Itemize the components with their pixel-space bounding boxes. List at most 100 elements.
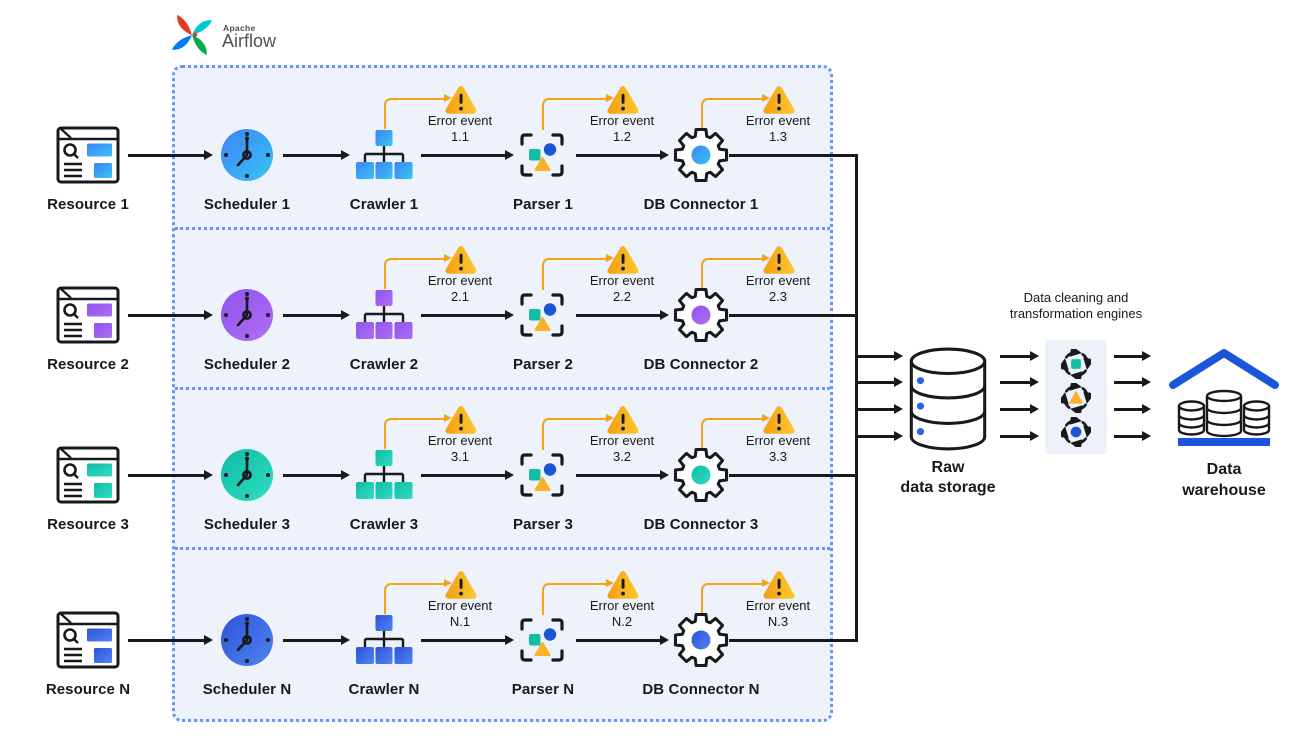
flow-arrow <box>283 310 350 319</box>
db-connector-gear-icon <box>673 612 729 668</box>
scheduler-label: Scheduler N <box>202 681 292 698</box>
db-connector-label: DB Connector 2 <box>643 356 759 373</box>
flow-arrow <box>128 150 213 159</box>
airflow-brand-text: Airflow <box>222 31 277 51</box>
flow-arrow <box>421 635 514 644</box>
storage-label-line2: data storage <box>900 479 996 496</box>
flow-arrow <box>283 470 350 479</box>
flow-arrow <box>421 310 514 319</box>
merge-line <box>729 154 856 157</box>
flow-arrow <box>1114 431 1151 440</box>
flow-arrow <box>856 377 903 386</box>
resource-label: Resource 2 <box>47 356 129 373</box>
scheduler-label: Scheduler 3 <box>203 516 291 533</box>
flow-arrow <box>1000 377 1039 386</box>
flow-arrow <box>576 310 669 319</box>
flow-arrow <box>856 351 903 360</box>
sync-engine-icon <box>1061 417 1091 447</box>
db-connector-label: DB Connector 1 <box>643 196 759 213</box>
scheduler-clock-icon <box>219 612 275 668</box>
flow-arrow <box>283 635 350 644</box>
error-arrow <box>384 414 452 449</box>
sync-engine-icon <box>1061 349 1091 379</box>
pipeline-band-container <box>172 65 833 722</box>
scheduler-label: Scheduler 2 <box>203 356 291 373</box>
warehouse-label-line1: Data <box>1206 461 1242 478</box>
flow-arrow <box>856 404 903 413</box>
flow-arrow <box>283 150 350 159</box>
error-arrow <box>542 254 614 290</box>
error-arrow <box>384 579 452 614</box>
resource-label: Resource 3 <box>47 516 129 533</box>
flow-arrow <box>1114 351 1151 360</box>
merge-line <box>729 639 856 642</box>
error-arrow <box>701 94 770 128</box>
error-arrow <box>542 414 614 450</box>
error-warning-icon <box>443 569 479 601</box>
flow-arrow <box>128 310 213 319</box>
flow-arrow <box>421 470 514 479</box>
resource-label: Resource 1 <box>47 196 129 213</box>
merge-bus-line <box>855 154 858 642</box>
band-separator <box>175 547 830 550</box>
flow-arrow <box>128 470 213 479</box>
error-arrow <box>542 579 614 615</box>
resource-icon <box>56 609 120 671</box>
error-warning-icon <box>605 569 641 601</box>
band-separator <box>175 227 830 230</box>
sync-engine-icon <box>1061 383 1091 413</box>
flow-arrow <box>576 150 669 159</box>
apache-brand-text: Apache <box>223 23 256 33</box>
error-arrow <box>701 414 770 448</box>
merge-line <box>729 314 856 317</box>
db-connector-label: DB Connector N <box>642 681 760 698</box>
parser-label: Parser N <box>511 681 575 698</box>
airflow-logo-icon <box>171 14 213 56</box>
scheduler-label: Scheduler 1 <box>203 196 291 213</box>
flow-arrow <box>421 150 514 159</box>
flow-arrow <box>1000 404 1039 413</box>
flow-arrow <box>576 470 669 479</box>
raw-storage-database-icon <box>909 347 987 451</box>
error-arrow <box>384 254 452 289</box>
band-separator <box>175 387 830 390</box>
storage-label-line1: Raw <box>931 459 965 476</box>
error-warning-icon <box>761 569 797 601</box>
error-arrow <box>542 94 614 130</box>
error-arrow <box>384 94 452 129</box>
parser-label: Parser 1 <box>512 196 574 213</box>
data-warehouse-icon <box>1169 349 1279 446</box>
warehouse-label-line2: warehouse <box>1182 482 1266 499</box>
parser-label: Parser 2 <box>512 356 574 373</box>
error-arrow <box>701 579 770 613</box>
flow-arrow <box>1114 377 1151 386</box>
parser-label: Parser 3 <box>512 516 574 533</box>
flow-arrow <box>1000 351 1039 360</box>
flow-arrow <box>576 635 669 644</box>
crawler-label: Crawler 2 <box>349 356 419 373</box>
db-connector-label: DB Connector 3 <box>643 516 759 533</box>
resource-label: Resource N <box>45 681 131 698</box>
crawler-label: Crawler 3 <box>349 516 419 533</box>
parser-icon <box>516 614 568 666</box>
crawler-label: Crawler 1 <box>349 196 419 213</box>
error-arrow <box>701 254 770 288</box>
merge-line <box>729 474 856 477</box>
